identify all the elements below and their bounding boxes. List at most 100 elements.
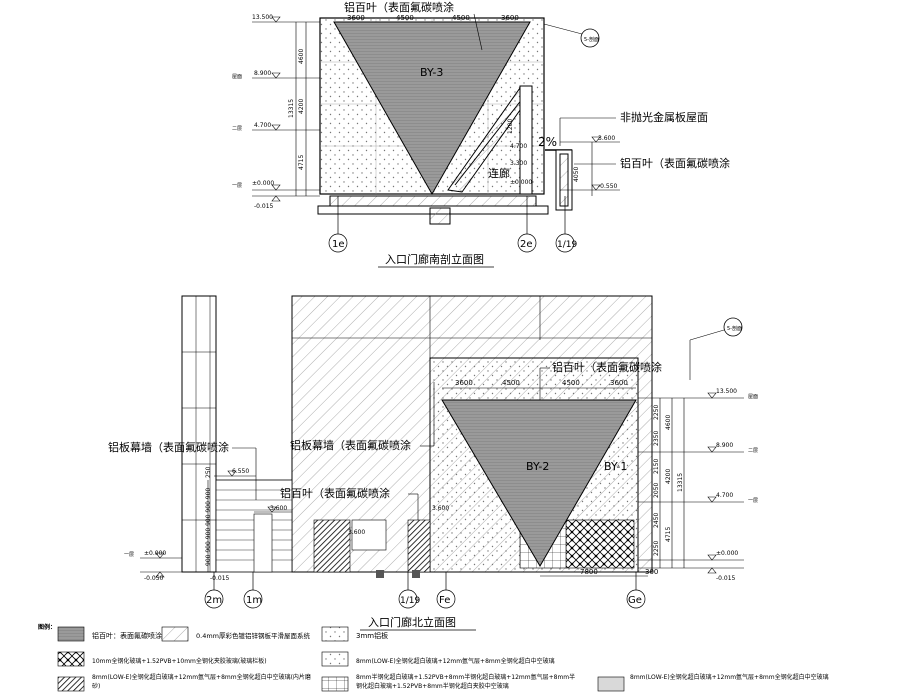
legend-item-4: 10mm全钢化玻璃+1.52PVB+10mm全钢化夹胶玻璃(玻璃栏板) xyxy=(92,657,267,665)
south-level-tag-3: 一层 xyxy=(232,183,242,189)
south-axis-1: 1e xyxy=(332,239,345,250)
north-right-dim-4: 2050 xyxy=(653,483,660,498)
south-side-dim-4: 4715 xyxy=(298,155,305,170)
south-section: BY-3 连廊 2% 3600 4500 4500 3600 铝百叶（表面氟碳喷… xyxy=(232,0,730,268)
south-callout-louver-right: 铝百叶（表面氟碳喷涂 xyxy=(620,156,730,170)
north-top-dim-1: 3600 xyxy=(455,379,473,387)
north-axis-1: 2m xyxy=(206,595,222,606)
south-side-dim-2: 4200 xyxy=(298,99,305,114)
north-axis-3: 1/19 xyxy=(400,596,420,606)
south-level-tag-2: 二层 xyxy=(232,126,242,132)
south-title: 入口门廊南剖立面图 xyxy=(385,252,484,266)
north-level-r4: ±0.000 xyxy=(716,550,738,557)
north-level-l5: -0.015 xyxy=(210,575,230,582)
north-left-levels xyxy=(140,470,292,578)
south-small-level-4: ±0.000 xyxy=(510,179,532,186)
south-corridor-label: 连廊 xyxy=(488,166,510,180)
north-axes xyxy=(204,572,646,609)
south-left-levels xyxy=(252,16,320,202)
south-callout-roof: 非抛光金属板屋面 xyxy=(620,110,708,124)
south-right-levels xyxy=(560,136,620,196)
south-level-1: 13.500 xyxy=(252,14,273,21)
north-left-tower xyxy=(181,295,217,573)
north-right-dim-6: 2250 xyxy=(653,541,660,556)
north-level-l3: ±0.000 xyxy=(144,550,166,557)
north-right-levels xyxy=(638,392,744,574)
north-level-r1: 13.500 xyxy=(716,388,737,395)
north-glazing-2 xyxy=(407,519,431,573)
north-level-l4: -0.050 xyxy=(144,575,164,582)
south-section-tag-circle xyxy=(580,28,600,48)
north-level-tag-3: 一层 xyxy=(748,498,758,504)
north-louver-triangle xyxy=(441,399,637,567)
north-bottom-dim-1: 7800 xyxy=(580,568,598,576)
south-top-dim-4: 3600 xyxy=(501,14,519,22)
north-glazing-1 xyxy=(313,519,351,573)
north-right-dim-5: 2450 xyxy=(653,513,660,528)
legend-item-1: 铝百叶：表面氟碳喷涂 xyxy=(92,631,162,640)
north-level-l1: 6.550 xyxy=(232,468,249,475)
north-level-r2: 8.900 xyxy=(716,442,733,449)
legend-item-5: 8mm(LOW-E)全钢化超白玻璃+12mm氩气层+8mm全钢化超白中空玻璃 xyxy=(356,657,555,665)
north-right-dim-7: 4600 xyxy=(665,415,672,430)
south-corridor xyxy=(317,85,573,225)
south-small-level-5: -0.550 xyxy=(598,183,618,190)
north-callout-louver-mid: 铝百叶（表面氟碳喷涂 xyxy=(280,486,390,500)
north-level-tag-2: 二层 xyxy=(748,448,758,454)
south-small-level-1: 3.600 xyxy=(598,135,615,142)
south-slope: 2% xyxy=(538,135,557,149)
north-top-dim-3: 4500 xyxy=(562,379,580,387)
north-section-tag-circle xyxy=(723,317,743,337)
north-panel-label-1: BY-2 xyxy=(526,460,549,473)
north-level-l2: 3.600 xyxy=(270,505,287,512)
legend-swatch-4 xyxy=(57,651,85,667)
north-right-dim-3: 2150 xyxy=(653,459,660,474)
south-level-4: ±0.000 xyxy=(252,180,274,187)
legend-item-3: 3mm铝板 xyxy=(356,631,388,640)
legend: 图例： 铝百叶：表面氟碳喷涂 0.4mm厚彩色镀铝锌钢板平滑屋面系统 3mm铝板… xyxy=(38,623,829,692)
north-right-dim-9: 13315 xyxy=(677,473,684,492)
north-panel-label-2: BY-1 xyxy=(604,460,627,473)
north-axis-5: Ge xyxy=(628,595,642,606)
north-level-l6: 3.600 xyxy=(348,529,365,536)
legend-item-8: 8mm(LOW-E)全钢化超白玻璃+12mm氩气层+8mm全钢化超白中空玻璃 xyxy=(630,674,829,681)
south-small-dim-1: 1200 xyxy=(507,119,514,134)
south-axis-2: 2e xyxy=(520,239,533,250)
north-axis-2: 1m xyxy=(246,595,262,606)
north-glass-block xyxy=(565,519,635,569)
north-callout-curtain-left: 铝板幕墙（表面氟碳喷涂 xyxy=(108,440,229,454)
north-callout-curtain-mid: 铝板幕墙（表面氟碳喷涂 xyxy=(290,438,411,452)
north-left-dim-2: 900 900 900 900 900 900 xyxy=(205,488,212,566)
legend-swatch-2 xyxy=(161,626,189,642)
legend-item-7: 8mm半钢化超白玻璃+1.52PVB+8mm半钢化超白玻璃+12mm氩气层+8m… xyxy=(356,674,576,690)
north-elevation: BY-2 BY-1 3600 4500 4500 3600 7800 300 铝… xyxy=(108,295,758,631)
north-post-base-1 xyxy=(376,570,384,578)
north-section-tag: 5-剖面 xyxy=(727,325,742,332)
north-level-l7: 3.600 xyxy=(432,505,449,512)
north-right-dim-8: 4200 xyxy=(665,469,672,484)
south-section-tag: 5-剖面 xyxy=(584,36,599,43)
south-small-level-3: 3.300 xyxy=(510,160,527,167)
south-level-2: 8.900 xyxy=(254,70,271,77)
north-level-r5: -0.015 xyxy=(716,575,736,582)
north-left-level-tag: 一层 xyxy=(124,552,134,558)
legend-swatch-7 xyxy=(321,676,349,692)
legend-swatch-3 xyxy=(321,626,349,642)
north-top-dim-2: 4500 xyxy=(502,379,520,387)
north-post-base-2 xyxy=(412,570,420,578)
north-title: 入口门廊北立面图 xyxy=(368,615,456,629)
south-callout-louver-top: 铝百叶（表面氟碳喷涂 xyxy=(344,0,454,14)
north-right-dim-1: 2250 xyxy=(653,405,660,420)
south-top-dim-2: 4500 xyxy=(396,14,414,22)
south-axis-3: 1/19 xyxy=(557,240,577,250)
north-callout-louver-top: 铝百叶（表面氟碳喷涂 xyxy=(552,360,662,374)
legend-item-8-wrap: 8mm(LOW-E)全钢化超白玻璃+12mm氩气层+8mm全钢化超白中空玻璃 xyxy=(630,674,829,681)
legend-item-6: 8mm(LOW-E)全钢化超白玻璃+12mm氩气层+8mm全钢化超白中空玻璃(内… xyxy=(92,674,311,690)
south-side-dim-1: 4600 xyxy=(298,49,305,64)
legend-item-2: 0.4mm厚彩色镀铝锌钢板平滑屋面系统 xyxy=(196,631,311,640)
legend-swatch-8 xyxy=(597,676,625,692)
south-small-dim-2: 4050 xyxy=(573,167,580,182)
legend-swatch-5 xyxy=(321,651,349,667)
north-left-dim-1: 250 xyxy=(205,466,212,478)
